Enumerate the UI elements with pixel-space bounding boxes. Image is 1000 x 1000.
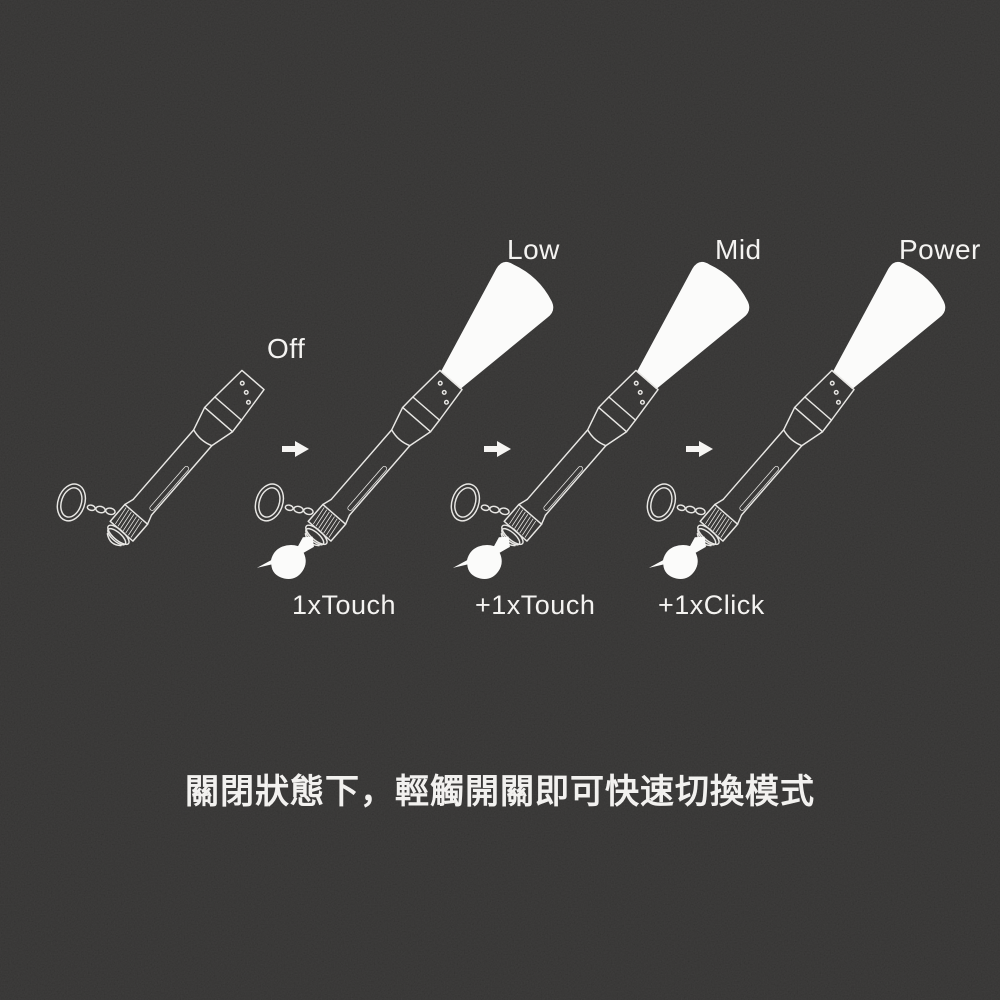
flashlight-icon (41, 329, 268, 570)
arrow-right-icon (484, 441, 511, 457)
flashlight-icon (239, 329, 466, 570)
finger-touch-icon (452, 522, 521, 592)
flashlight-illustration-power (631, 255, 954, 592)
arrow-right-icon (282, 441, 309, 457)
mode-label-low: Low (507, 234, 560, 265)
action-label-mid: +1xTouch (475, 590, 596, 620)
mode-label-off: Off (267, 333, 306, 364)
flashlight-icon (631, 329, 858, 570)
finger-touch-icon (648, 522, 717, 592)
caption-text: 關閉狀態下，輕觸開關即可快速切換模式 (185, 773, 815, 811)
action-label-power: +1xClick (658, 590, 765, 620)
finger-touch-icon (256, 522, 325, 592)
action-label-low: 1xTouch (292, 590, 397, 620)
arrow-right-icon (686, 441, 713, 457)
flashlight-icon (435, 329, 662, 570)
mode-label-mid: Mid (715, 234, 762, 265)
light-beam-icon (812, 255, 954, 402)
mode-label-power: Power (899, 234, 981, 265)
